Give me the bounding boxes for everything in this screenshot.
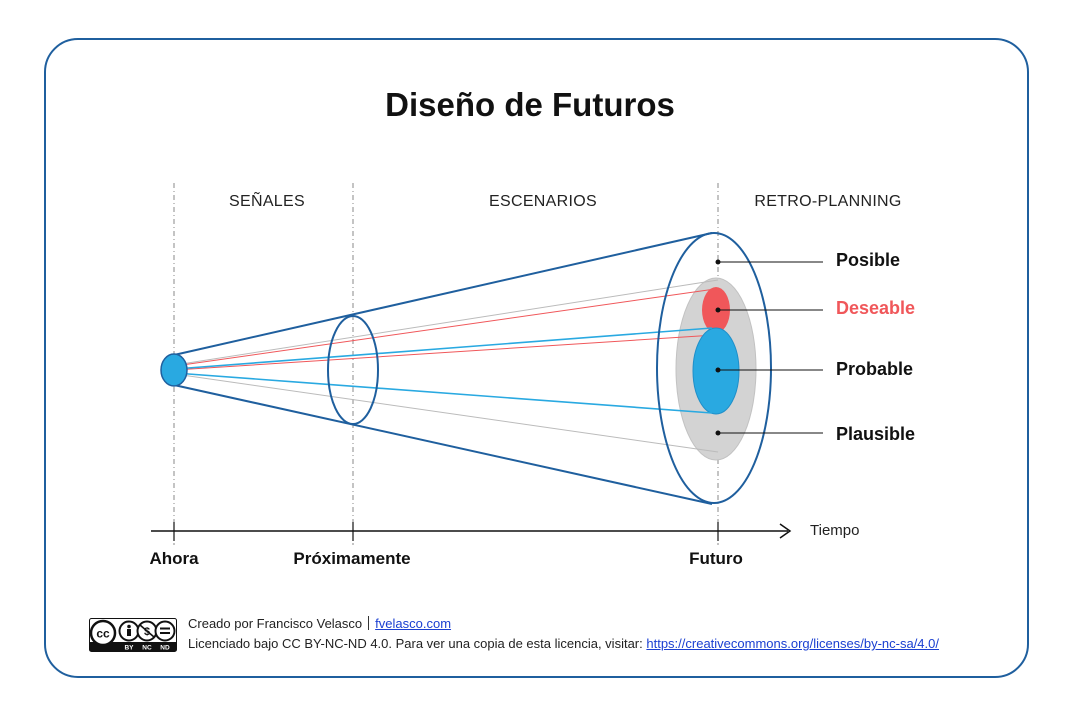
footer-license-text: Licenciado bajo CC BY-NC-ND 4.0. Para ve… [188,636,643,651]
ray-gray-top [174,279,719,366]
footer-created-by: Creado por Francisco Velasco [188,616,363,631]
cc-nd-mark: ND [160,645,170,652]
diagram-card [44,38,1029,678]
label-plausible: Plausible [836,424,916,444]
timeline-proximamente: Próximamente [293,549,411,568]
axis-unit-tiempo: Tiempo [810,522,860,539]
footer-site-link[interactable]: fvelasco.com [375,616,452,631]
cc-mark: cc [96,627,110,641]
footer-text: Creado por Francisco Velasco fvelasco.com… [188,614,939,654]
cone-edge-top [173,232,713,356]
ray-red-bottom [174,334,716,371]
footer-license-line: Licenciado bajo CC BY-NC-ND 4.0. Para ve… [188,634,939,654]
ray-blue-bottom [174,372,713,414]
phase-escenarios: ESCENARIOS [489,193,597,210]
time-axis-arrowhead [779,523,792,539]
footer-separator [368,616,370,630]
cc-by-mark: BY [124,645,134,652]
timeline-ahora: Ahora [149,549,199,568]
label-probable: Probable [836,359,914,379]
phase-retro-planning: RETRO-PLANNING [754,193,902,210]
connector-probable [715,367,823,373]
phase-senales: SEÑALES [229,193,305,210]
timeline-futuro: Futuro [689,549,743,568]
page-title: Diseño de Futuros [385,86,675,123]
connector-posible [715,259,823,265]
label-deseable: Deseable [836,298,916,318]
cone-edge-bottom [173,384,713,505]
cc-nc-mark: NC [142,645,152,652]
ray-gray-bottom [174,373,719,453]
escenarios-ellipse [327,315,379,425]
connector-plausible [715,430,823,436]
future-cone-ellipse [656,232,772,504]
cc-license-badge-icon: cc $ BY NC ND [89,618,177,652]
ray-blue-top [174,327,713,370]
ray-red-top [174,288,716,367]
connector-deseable [715,307,823,313]
footer-license-link[interactable]: https://creativecommons.org/licenses/by-… [646,636,939,651]
footer-credit-line: Creado por Francisco Velasco fvelasco.com [188,614,939,634]
now-point [160,353,188,387]
label-posible: Posible [836,250,901,270]
